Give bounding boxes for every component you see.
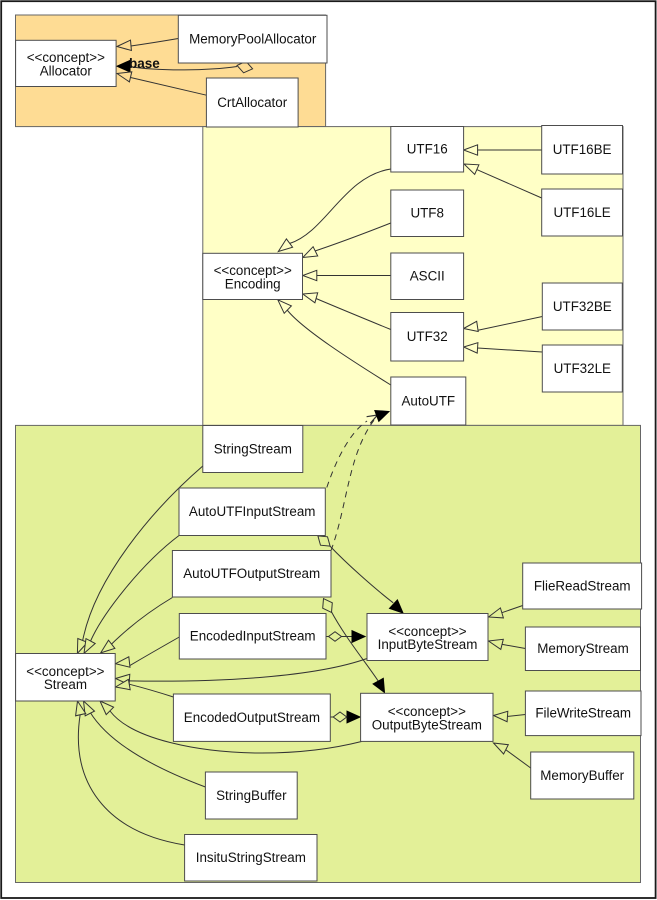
svg-text:Stream: Stream bbox=[44, 677, 87, 692]
svg-text:Encoding: Encoding bbox=[225, 276, 281, 291]
svg-text:UTF16LE: UTF16LE bbox=[553, 205, 610, 220]
svg-text:<<concept>>: <<concept>> bbox=[388, 704, 466, 719]
svg-text:AutoUTF: AutoUTF bbox=[402, 393, 456, 408]
svg-text:InputByteStream: InputByteStream bbox=[378, 637, 478, 652]
svg-text:<<concept>>: <<concept>> bbox=[214, 263, 292, 278]
svg-text:AutoUTFOutputStream: AutoUTFOutputStream bbox=[183, 566, 320, 581]
svg-text:<<concept>>: <<concept>> bbox=[27, 50, 105, 65]
svg-text:UTF16BE: UTF16BE bbox=[553, 142, 612, 157]
svg-text:base: base bbox=[129, 56, 160, 71]
svg-text:UTF8: UTF8 bbox=[410, 206, 443, 221]
svg-text:FileWriteStream: FileWriteStream bbox=[535, 706, 631, 721]
svg-text:<<concept>>: <<concept>> bbox=[26, 664, 104, 679]
svg-text:UTF16: UTF16 bbox=[407, 142, 448, 157]
svg-text:MemoryBuffer: MemoryBuffer bbox=[540, 768, 624, 783]
svg-text:EncodedOutputStream: EncodedOutputStream bbox=[184, 710, 320, 725]
svg-text:MemoryStream: MemoryStream bbox=[537, 641, 629, 656]
svg-text:InsituStringStream: InsituStringStream bbox=[196, 850, 306, 865]
svg-text:AutoUTFInputStream: AutoUTFInputStream bbox=[189, 504, 316, 519]
svg-text:EncodedInputStream: EncodedInputStream bbox=[190, 629, 316, 644]
svg-text:FlieReadStream: FlieReadStream bbox=[534, 578, 631, 593]
svg-text:CrtAllocator: CrtAllocator bbox=[217, 95, 287, 110]
svg-text:MemoryPoolAllocator: MemoryPoolAllocator bbox=[189, 31, 317, 46]
svg-text:ASCII: ASCII bbox=[410, 269, 445, 284]
svg-text:UTF32BE: UTF32BE bbox=[553, 299, 612, 314]
svg-text:UTF32: UTF32 bbox=[407, 329, 448, 344]
svg-text:StringBuffer: StringBuffer bbox=[216, 788, 287, 803]
svg-text:<<concept>>: <<concept>> bbox=[388, 624, 466, 639]
svg-text:OutputByteStream: OutputByteStream bbox=[372, 717, 482, 732]
svg-text:UTF32LE: UTF32LE bbox=[554, 361, 611, 376]
svg-text:StringStream: StringStream bbox=[214, 441, 292, 456]
svg-text:Allocator: Allocator bbox=[40, 63, 93, 78]
